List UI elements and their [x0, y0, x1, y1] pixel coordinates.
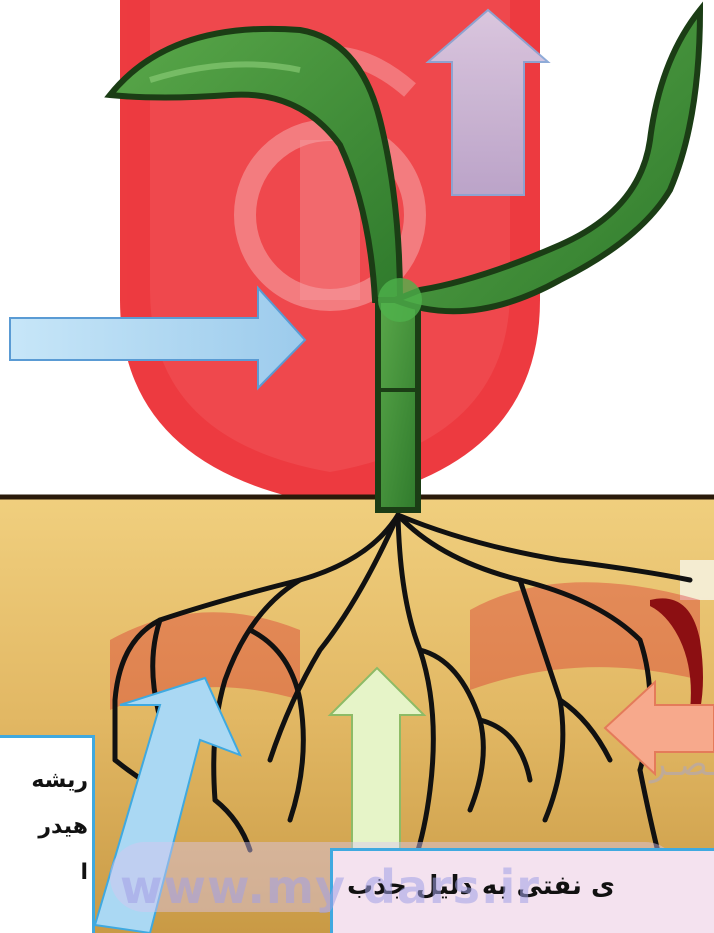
left-box-line-3: ا — [0, 850, 92, 896]
left-box-line-2: هیدر — [0, 804, 92, 850]
plant-stem — [378, 300, 418, 510]
watermark-persian: گـروه آمـوزش‌ی عـصـر — [648, 743, 714, 784]
stem-junction — [378, 278, 422, 322]
left-text-box: ریشه هیدر ا — [0, 735, 95, 933]
bottom-box-text: ی نفتی به دلیل جذب — [333, 851, 615, 921]
left-box-line-1: ریشه — [0, 758, 92, 804]
bottom-text-box: ی نفتی به دلیل جذب — [330, 848, 714, 933]
